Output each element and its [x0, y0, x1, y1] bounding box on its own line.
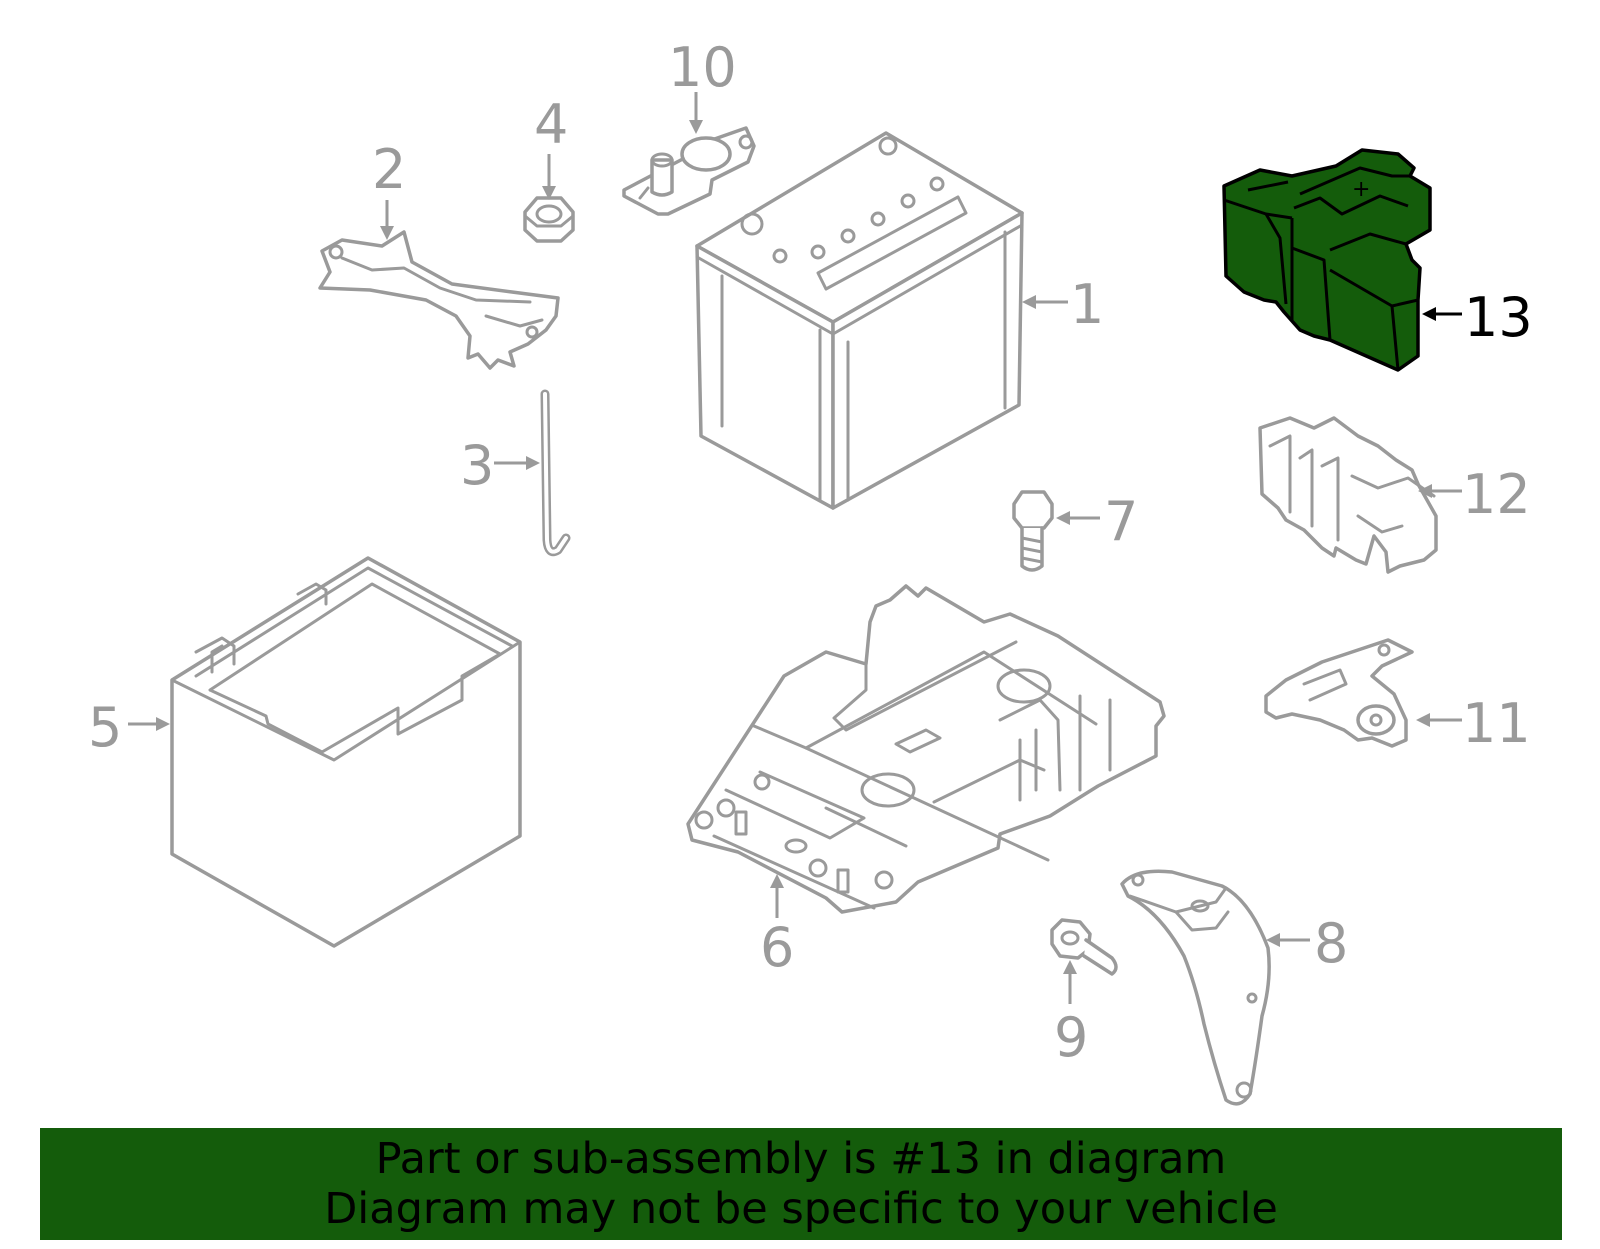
- part-1-battery[interactable]: [695, 131, 1024, 510]
- svg-text:13: 13: [1464, 286, 1533, 349]
- callout-6: 6: [760, 874, 794, 979]
- svg-text:3: 3: [460, 434, 494, 497]
- callout-4: 4: [534, 93, 568, 200]
- plus-symbol-icon: +: [1352, 177, 1370, 202]
- callout-13: 13: [1422, 286, 1533, 349]
- part-2-hold-down-frame[interactable]: [318, 230, 560, 370]
- banner-line-1: Part or sub-assembly is #13 in diagram: [375, 1134, 1227, 1184]
- svg-text:2: 2: [372, 138, 406, 201]
- part-5-battery-box[interactable]: [170, 556, 522, 948]
- callout-10: 10: [668, 36, 737, 134]
- svg-text:9: 9: [1054, 1006, 1088, 1069]
- banner-line-2: Diagram may not be specific to your vehi…: [324, 1184, 1278, 1234]
- svg-text:5: 5: [88, 696, 122, 759]
- callout-3: 3: [460, 434, 540, 497]
- svg-text:7: 7: [1104, 490, 1138, 553]
- callout-12: 12: [1418, 463, 1531, 526]
- part-11-terminal[interactable]: [1264, 638, 1414, 748]
- part-7-bolt[interactable]: [1012, 490, 1054, 572]
- callout-8: 8: [1266, 912, 1348, 975]
- part-3-j-bolt[interactable]: [540, 389, 571, 557]
- svg-text:6: 6: [760, 916, 794, 979]
- callout-5: 5: [88, 696, 170, 759]
- callout-1: 1: [1022, 273, 1104, 336]
- part-13-terminal-cover-highlighted[interactable]: +: [1222, 148, 1432, 372]
- svg-text:8: 8: [1314, 912, 1348, 975]
- svg-text:4: 4: [534, 93, 568, 156]
- callout-2: 2: [372, 138, 406, 240]
- callout-7: 7: [1056, 490, 1138, 553]
- callout-11: 11: [1416, 692, 1531, 755]
- part-8-bracket[interactable]: [1120, 869, 1271, 1106]
- svg-text:10: 10: [668, 36, 737, 99]
- info-banner: Part or sub-assembly is #13 in diagram D…: [40, 1128, 1562, 1240]
- svg-text:12: 12: [1462, 463, 1531, 526]
- part-4-nut[interactable]: [523, 196, 575, 243]
- callout-9: 9: [1054, 960, 1088, 1069]
- part-10-terminal[interactable]: [622, 126, 756, 216]
- part-9-bolt[interactable]: [1050, 918, 1118, 976]
- part-6-battery-tray[interactable]: [686, 584, 1166, 914]
- part-12-cover[interactable]: [1258, 416, 1438, 574]
- svg-text:11: 11: [1462, 692, 1531, 755]
- svg-text:1: 1: [1070, 273, 1104, 336]
